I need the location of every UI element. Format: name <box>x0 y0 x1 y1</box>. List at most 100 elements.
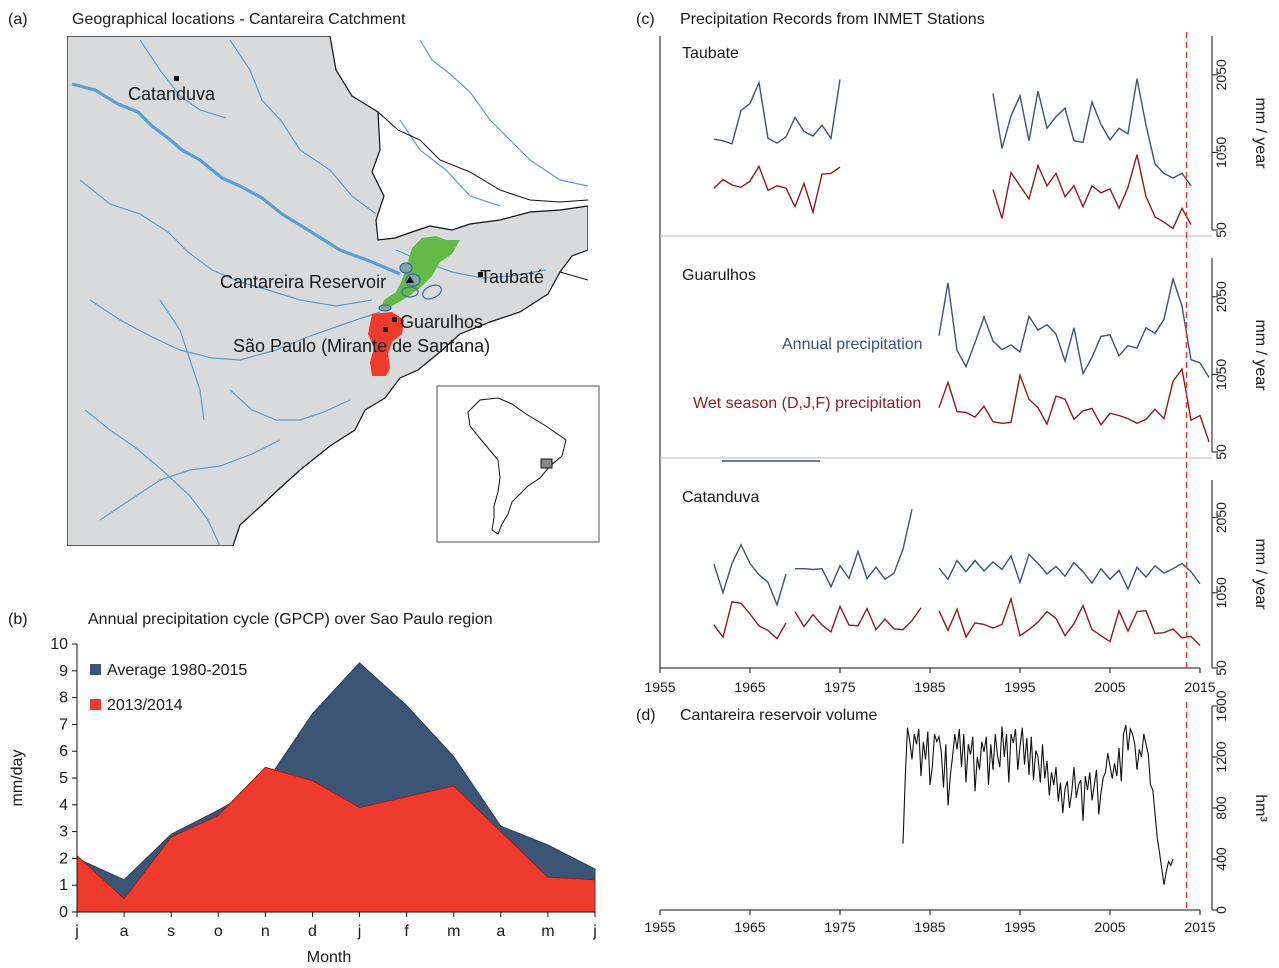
panel-b-ytick-label: 9 <box>59 663 68 680</box>
cantareira-catchment <box>380 236 460 310</box>
land-area <box>67 36 588 546</box>
panel-b-xtick-label: m <box>447 923 460 940</box>
panel-c-ytick-label: 50 <box>1213 660 1229 676</box>
rivers <box>71 39 588 546</box>
panel-b-xtick-label: j <box>357 923 362 940</box>
panel-b-ytick-label: 2 <box>59 850 68 867</box>
panel-a-title: Geographical locations - Cantareira Catc… <box>72 11 406 28</box>
panel-b-title: Annual precipitation cycle (GPCP) over S… <box>88 611 493 628</box>
map-label-sao-paulo: São Paulo (Mirante de Santana) <box>233 336 490 356</box>
panel-b-xtick-label: a <box>496 923 505 940</box>
map-label-cantareira: Cantareira Reservoir <box>220 272 386 292</box>
state-borders <box>377 111 588 281</box>
panel-c-ytick-label: 1050 <box>1213 137 1229 168</box>
panel-d-xtick-label: 1975 <box>824 919 855 935</box>
legend-swatch-average <box>90 664 101 675</box>
catanduva-annual-line <box>938 553 1201 591</box>
panel-b-ytick-label: 0 <box>59 904 68 921</box>
panel-d-ytick-label: 0 <box>1213 906 1229 914</box>
panel-b-ylabel: mm/day <box>9 750 26 807</box>
reservoir-volume-line <box>902 724 1174 885</box>
panel-b-xtick-label: d <box>308 923 317 940</box>
panel-b-xtick-label: o <box>214 923 223 940</box>
south-america-outline <box>467 397 567 535</box>
map: Catanduva Cantareira Reservoir Taubaté G… <box>67 36 600 546</box>
panel-c-ylabel: mm / year <box>1252 319 1269 391</box>
guarulhos-wet-line <box>938 367 1210 443</box>
station-name-taubate: Taubate <box>682 45 739 62</box>
inset-region-box <box>540 458 553 469</box>
map-label-guarulhos: Guarulhos <box>400 312 483 332</box>
catanduva-wet-line <box>794 604 922 634</box>
panel-b-xtick-label: j <box>74 923 79 940</box>
taubate-wet-line <box>992 154 1192 230</box>
panel-d-xtick-label: 1985 <box>914 919 945 935</box>
panel-d-ytick-label: 1600 <box>1213 690 1229 721</box>
panel-c-ytick-label: 2050 <box>1213 502 1229 533</box>
taubate-marker <box>478 272 483 277</box>
panel-d-xtick-label: 2005 <box>1094 919 1125 935</box>
panel-c-ytick-label: 2050 <box>1213 281 1229 312</box>
panel-b-ytick-label: 6 <box>59 743 68 760</box>
taubate-wet-line <box>713 164 841 215</box>
legend-label-2013-2014: 2013/2014 <box>107 697 183 714</box>
panel-b-tag: (b) <box>8 611 28 628</box>
panel-c-ytick-label: 1050 <box>1213 359 1229 390</box>
inset-south-america <box>436 385 600 543</box>
sao-paulo-city-area <box>368 312 404 376</box>
panel-c-ytick-label: 1050 <box>1213 577 1229 608</box>
area-series-2013-2014 <box>76 766 596 913</box>
panel-b-ytick-label: 5 <box>59 770 68 787</box>
panel-c-tag: (c) <box>636 11 655 28</box>
panel-d-xtick-label: 2015 <box>1184 919 1215 935</box>
panel-c-xtick-label: 2005 <box>1094 679 1125 695</box>
panel-c-ytick-label: 50 <box>1213 222 1229 238</box>
panel-c-xtick-label: 1975 <box>824 679 855 695</box>
panel-d-xtick-label: 1955 <box>644 919 675 935</box>
inmet-precipitation-chart: Taubate 50 1050 2050 mm / year Guarulhos 50 105… <box>644 32 1269 695</box>
legend-swatch-2013-2014 <box>90 699 101 710</box>
catanduva-wet-line <box>713 601 787 640</box>
catanduva-annual-line <box>713 543 787 607</box>
panel-d-ytick-label: 400 <box>1213 847 1229 871</box>
panel-a-tag: (a) <box>8 11 28 28</box>
panel-c-xtick-label: 2015 <box>1184 679 1215 695</box>
panel-b-ytick-label: 7 <box>59 716 68 733</box>
panel-b-ytick-label: 10 <box>50 636 68 653</box>
taubate-annual-line <box>992 78 1192 187</box>
panel-d-xtick-label: 1995 <box>1004 919 1035 935</box>
reservoir-volume-chart: 1955 1965 1975 1985 1995 2005 2015 0 400 800 1200 1… <box>644 690 1269 935</box>
panel-d-ytick-label: 800 <box>1213 796 1229 820</box>
panel-b-xtick-label: m <box>541 923 554 940</box>
panel-c-ylabel: mm / year <box>1252 538 1269 610</box>
panel-b-xlabel: Month <box>307 949 351 966</box>
sao-paulo-marker <box>383 327 388 332</box>
panel-b-ytick-label: 1 <box>59 877 68 894</box>
cantareira-marker <box>406 276 414 283</box>
panel-d-tag: (d) <box>636 707 656 724</box>
panel-d-xtick-label: 1965 <box>734 919 765 935</box>
legend-label-wet-season: Wet season (D,J,F) precipitation <box>693 395 921 412</box>
station-name-guarulhos: Guarulhos <box>682 267 756 284</box>
catanduva-marker <box>174 76 179 81</box>
panel-d-title: Cantareira reservoir volume <box>680 707 878 724</box>
station-name-catanduva: Catanduva <box>682 489 759 506</box>
guarulhos-marker <box>392 317 397 322</box>
panel-b-ytick-label: 3 <box>59 824 68 841</box>
panel-b-legend: Average 1980-2015 2013/2014 <box>90 662 247 714</box>
panel-b-ytick-label: 4 <box>59 797 68 814</box>
panel-d-ytick-label: 1200 <box>1213 741 1229 772</box>
panel-c-ytick-label: 50 <box>1213 444 1229 460</box>
panel-b-xtick-label: f <box>404 923 409 940</box>
panel-c-xtick-label: 1995 <box>1004 679 1035 695</box>
panel-d-ylabel: hm³ <box>1252 794 1269 822</box>
panel-b-ytick-label: 8 <box>59 690 68 707</box>
panel-b-xtick-label: n <box>261 923 270 940</box>
map-label-taubate: Taubaté <box>480 267 544 287</box>
panel-b-xtick-label: s <box>167 923 175 940</box>
panel-c-xtick-label: 1965 <box>734 679 765 695</box>
panel-b-xtick-label: j <box>592 923 597 940</box>
legend-label-annual: Annual precipitation <box>782 336 923 353</box>
